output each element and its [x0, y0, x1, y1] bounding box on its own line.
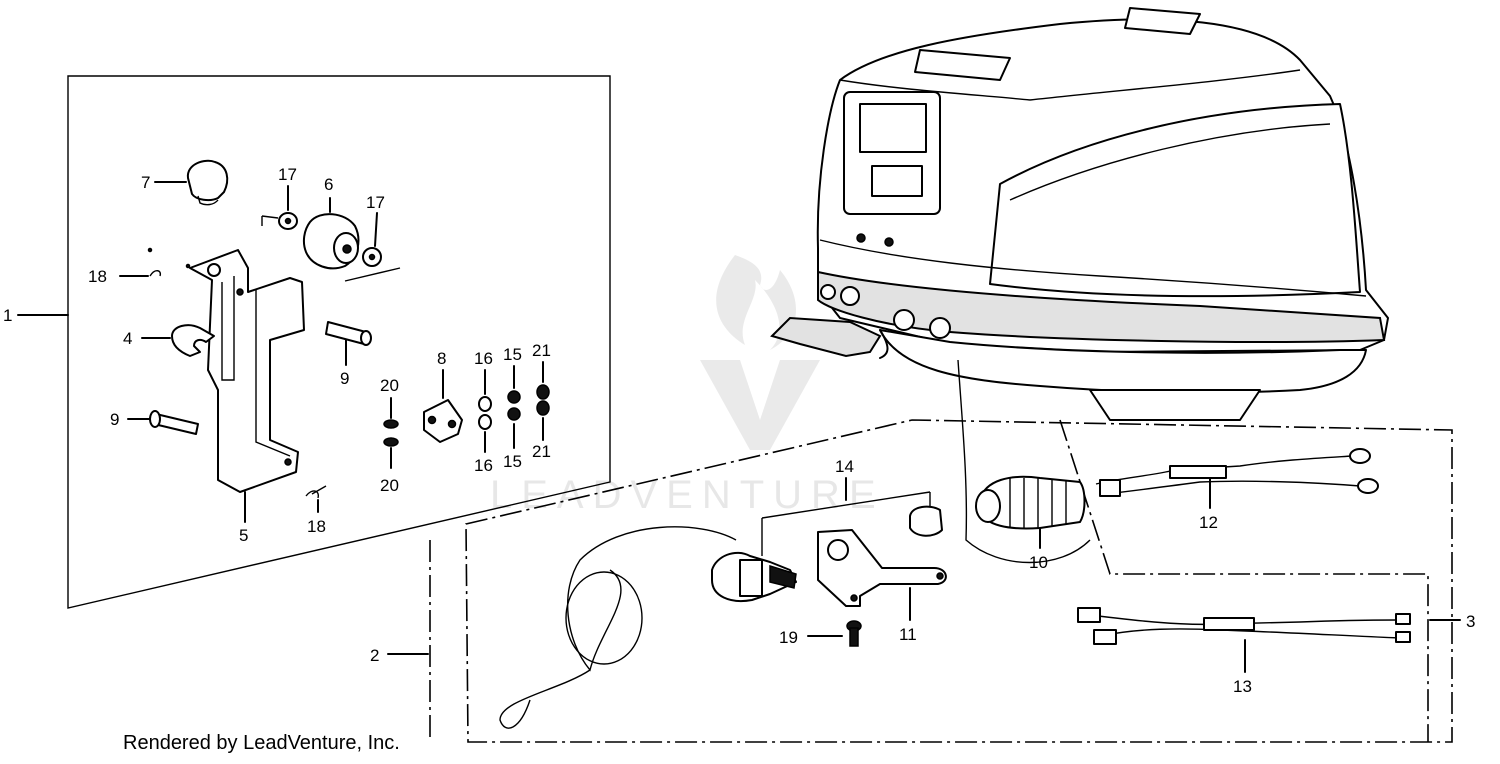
rendered-by-footer: Rendered by LeadVenture, Inc. [123, 732, 400, 754]
part-16-nuts [478, 369, 492, 453]
part-8-plate [423, 369, 463, 443]
label-7: 7 [141, 173, 150, 192]
label-12: 12 [1199, 513, 1218, 532]
part-11-bracket [817, 529, 947, 621]
motor-cover [770, 7, 1389, 421]
label-16-bottom: 16 [474, 456, 493, 475]
part-21-washers [536, 361, 550, 441]
label-20-bottom: 20 [380, 476, 399, 495]
callout-labels: 1 2 3 4 5 6 7 8 9 9 10 11 12 13 14 15 15… [3, 165, 1475, 696]
part-12-wire-harness [1095, 448, 1379, 509]
part-9-bolt-left [127, 410, 199, 435]
label-2: 2 [370, 646, 379, 665]
part-5-bracket [189, 249, 305, 523]
label-16-top: 16 [474, 349, 493, 368]
label-4: 4 [123, 329, 132, 348]
part-7-knob [154, 159, 229, 206]
part-13-wire-harness [1077, 607, 1411, 673]
part-20-screws [383, 397, 399, 469]
label-15-top: 15 [503, 345, 522, 364]
label-17-right: 17 [366, 193, 385, 212]
label-10: 10 [1029, 553, 1048, 572]
label-9-left: 9 [110, 410, 119, 429]
label-14: 14 [835, 457, 854, 476]
part-10-ignition-switch [957, 359, 1091, 564]
label-19: 19 [779, 628, 798, 647]
part-9-bolt-right [325, 321, 372, 366]
part-18-clip-bottom [305, 485, 327, 513]
label-13: 13 [1233, 677, 1252, 696]
part-6-switch [302, 197, 360, 270]
part-4-clamp [141, 324, 215, 357]
part-15-nuts [507, 365, 521, 449]
panel-assembly-2 [387, 419, 1453, 743]
label-3: 3 [1466, 612, 1475, 631]
panel-assembly-3 [1059, 419, 1461, 742]
label-6: 6 [324, 175, 333, 194]
label-21-top: 21 [532, 341, 551, 360]
label-1: 1 [3, 306, 12, 325]
watermark-text: LEADVENTURE [490, 473, 885, 517]
part-17-washer-right [344, 212, 401, 282]
label-18-bottom: 18 [307, 517, 326, 536]
part-14-stop-switch-lanyard [499, 477, 943, 729]
label-11: 11 [899, 625, 917, 644]
label-9-right: 9 [340, 369, 349, 388]
label-20-top: 20 [380, 376, 399, 395]
label-15-bottom: 15 [503, 452, 522, 471]
label-21-bottom: 21 [532, 442, 551, 461]
label-5: 5 [239, 526, 248, 545]
label-17-left: 17 [278, 165, 297, 184]
label-8: 8 [437, 349, 446, 368]
label-18-top: 18 [88, 267, 107, 286]
part-18-clip-top [119, 247, 191, 277]
part-17-washer-left [261, 185, 298, 230]
panel-assembly-1 [17, 75, 611, 609]
part-19-screw [807, 620, 862, 647]
